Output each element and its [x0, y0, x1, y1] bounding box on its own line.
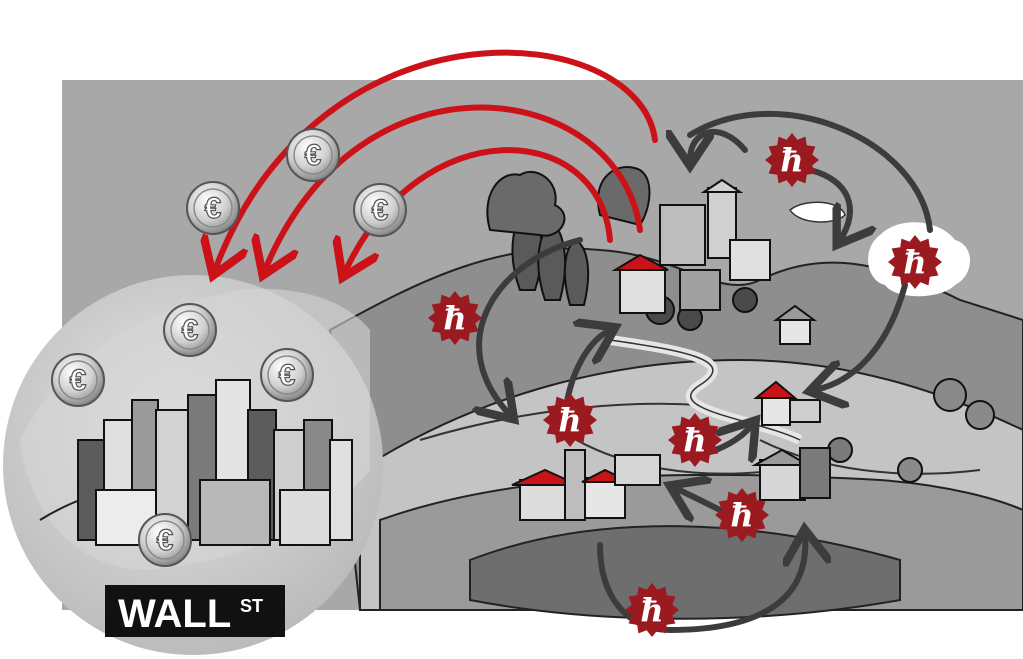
wall-st-sign: WALL ST — [105, 585, 285, 637]
local-currency-badge-icon: ħ — [765, 133, 819, 187]
local-currency-badge-icon: ħ — [543, 393, 597, 447]
euro-symbol: € — [305, 139, 322, 172]
local-currency-badge-icon: ħ — [715, 488, 769, 542]
hilltop-village — [611, 178, 818, 345]
valley-villages — [511, 380, 831, 521]
local-currency-badge-icon: ħ — [888, 235, 942, 289]
euro-coin-icon: € — [138, 513, 192, 567]
euro-symbol: € — [70, 364, 87, 397]
euro-coin-icon: € — [353, 183, 407, 237]
euro-coin-icon: € — [286, 128, 340, 182]
sign-plate — [105, 585, 285, 637]
dark-arrow-icon — [690, 129, 748, 160]
local-currency-badge-icon: ħ — [625, 583, 679, 637]
dark-arrow-icon — [597, 535, 805, 634]
euro-symbol: € — [182, 314, 199, 347]
local-currency-symbol: ħ — [640, 591, 663, 629]
dark-arrow-icon — [815, 282, 908, 390]
sign-main-text: WALL — [118, 592, 231, 636]
local-currency-badge-icon: ħ — [668, 413, 722, 467]
euro-coin-icon: € — [51, 353, 105, 407]
red-arrow-icon — [265, 104, 643, 271]
euro-symbol: € — [205, 192, 222, 225]
sign-suffix-text: ST — [240, 596, 263, 616]
local-currency-symbol: ħ — [780, 141, 803, 179]
local-currency-badge-icon: ħ — [428, 291, 482, 345]
local-currency-symbol: ħ — [730, 496, 753, 534]
euro-symbol: € — [157, 524, 174, 557]
euro-symbol: € — [372, 194, 389, 227]
dark-arrow-icon — [479, 237, 583, 415]
local-currency-symbol: ħ — [683, 421, 706, 459]
dark-arrow-icon — [675, 488, 723, 510]
euro-coins: € € € € € € € — [51, 128, 407, 567]
dark-arrow-icon — [687, 110, 933, 233]
red-arrow-icon — [215, 49, 658, 270]
local-currency-symbol: ħ — [903, 243, 926, 281]
euro-coin-icon: € — [163, 303, 217, 357]
euro-symbol: € — [279, 359, 296, 392]
euro-coin-icon: € — [186, 181, 240, 235]
dark-arrow-icon — [807, 167, 850, 240]
local-currency-symbol: ħ — [558, 401, 581, 439]
euro-coin-icon: € — [260, 348, 314, 402]
local-currency-symbol: ħ — [443, 299, 466, 337]
